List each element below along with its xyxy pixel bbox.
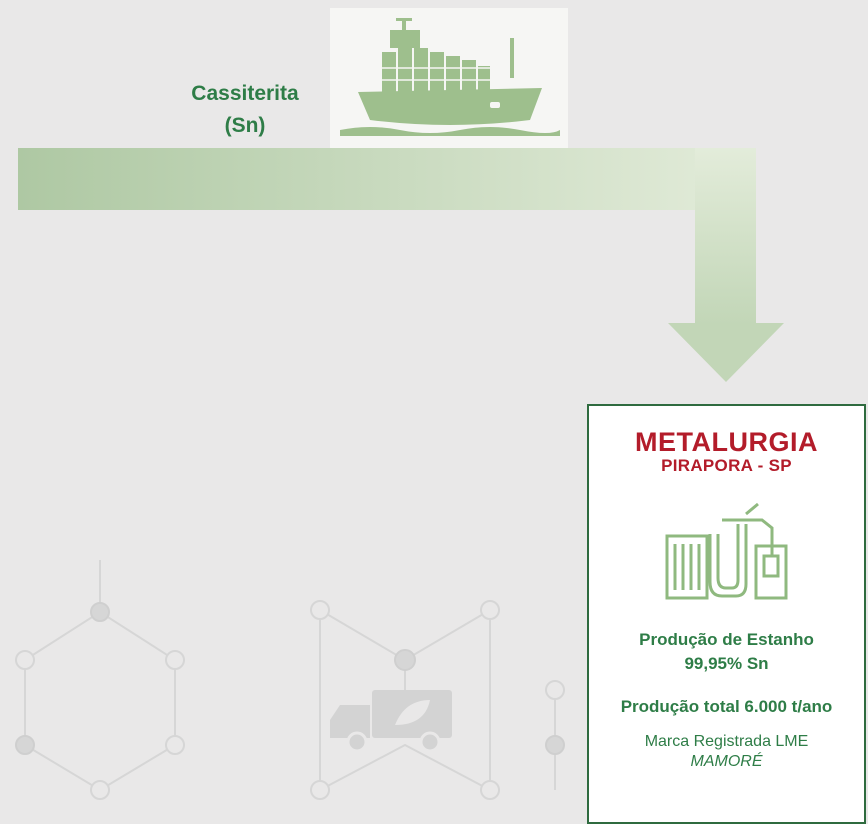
network-node-icon xyxy=(90,602,110,622)
source-label-line2: (Sn) xyxy=(224,114,266,137)
brand-name: MAMORÉ xyxy=(690,753,763,770)
source-label-line1: Cassiterita xyxy=(191,82,299,105)
delivery-truck-icon xyxy=(330,690,452,753)
production-line2: 99,95% Sn xyxy=(684,654,769,673)
production-line1: Produção de Estanho xyxy=(639,630,814,649)
network-node-icon xyxy=(394,649,416,671)
card-title: METALURGIA xyxy=(635,427,818,457)
network-node-icon xyxy=(545,735,565,755)
ship-image-panel xyxy=(330,8,568,148)
total-production: Produção total 6.000 t/ano xyxy=(620,697,833,716)
metallurgy-plant-icon xyxy=(665,502,787,600)
source-label: Cassiterita (Sn) xyxy=(170,78,320,142)
registered-label: Marca Registrada LME xyxy=(644,733,809,750)
cargo-ship-icon xyxy=(340,18,560,136)
card-subtitle: PIRAPORA - SP xyxy=(661,456,792,475)
metalurgia-card: METALURGIA PIRAPORA - SP Produção de Est… xyxy=(587,404,866,824)
production-info: Produção de Estanho 99,95% Sn xyxy=(589,628,864,676)
network-node-icon xyxy=(15,735,35,755)
